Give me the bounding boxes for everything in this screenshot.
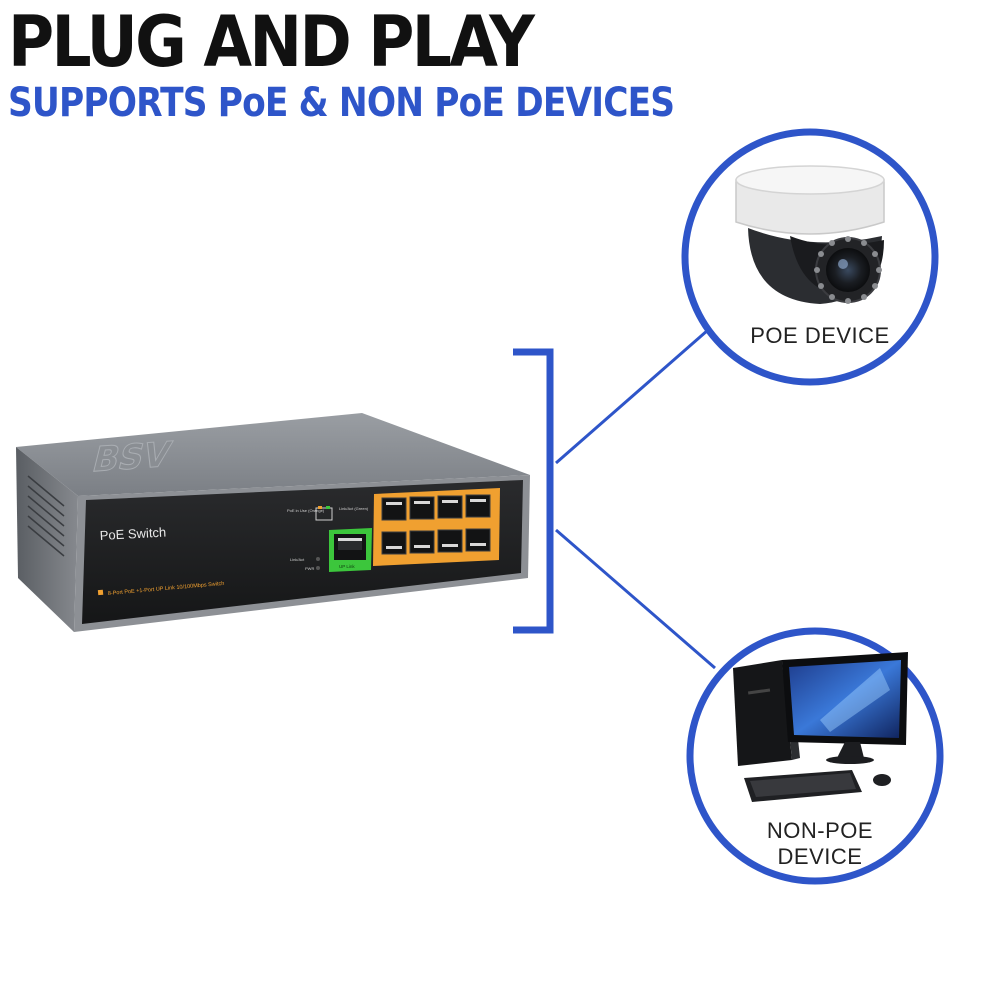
led-link-legend: Link/Act (Green) [339, 506, 369, 511]
legend-link-led [326, 506, 330, 509]
page-subtitle: SUPPORTS PoE & NON PoE DEVICES [8, 80, 675, 126]
poe-device-circle [681, 128, 939, 386]
desktop-computer-icon [733, 652, 908, 802]
dome-camera-icon [735, 165, 885, 304]
line-to-poe-device [555, 328, 709, 465]
switch-brand-logo: BSV [88, 435, 174, 480]
uplink-port: UP Link [329, 528, 372, 572]
vent-slots [27, 475, 65, 557]
linkact-led [316, 557, 320, 561]
switch-top [16, 413, 530, 496]
legend-poe-led [318, 506, 322, 509]
switch-side [16, 447, 78, 632]
led-poe-legend: PoE in Use (Orange) [287, 508, 325, 513]
switch-name: PoE Switch [99, 525, 166, 543]
uplink-label: UP Link [339, 564, 355, 569]
page-title: PLUG AND PLAY [8, 1, 535, 83]
poe-port-block [373, 488, 500, 566]
led-pwr-label: PWR [305, 566, 314, 571]
bracket [513, 348, 554, 634]
non-poe-device-circle [686, 627, 944, 885]
line-to-non-poe-device [555, 528, 716, 670]
switch-orange-square [97, 589, 104, 596]
legend-port-diagram [315, 507, 333, 521]
led-linkact-label: Link/Act [290, 557, 305, 562]
non-poe-label-line2: DEVICE [777, 844, 863, 869]
poe-device-label: POE DEVICE [750, 323, 890, 348]
non-poe-label-line1: NON-POE [766, 818, 874, 843]
non-poe-device-label: NON-POE DEVICE [720, 818, 920, 870]
pwr-led [316, 566, 320, 570]
connector-lines [555, 328, 716, 670]
poe-switch: BSV PoE Switch 8-Port PoE +1-Port UP Lin… [16, 413, 530, 632]
